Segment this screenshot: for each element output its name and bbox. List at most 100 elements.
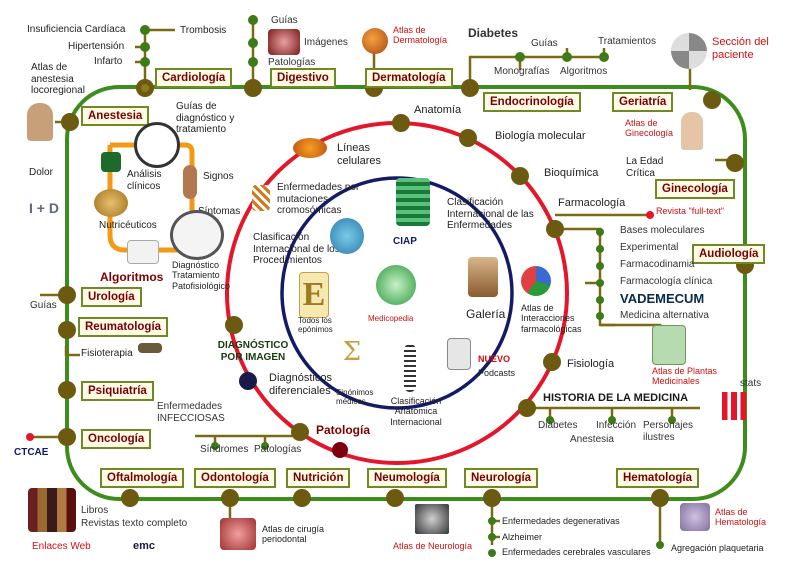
link-alzheimer[interactable]: Alzheimer	[502, 532, 543, 542]
link-trombosis[interactable]: Trombosis	[180, 25, 227, 36]
link-diagnostico-tratamiento[interactable]: Diagnóstico Tratamiento Patofisiológico	[172, 260, 231, 291]
link-enf-degenerativas[interactable]: Enfermedades degenerativas	[502, 516, 620, 526]
box-dermatologia[interactable]: Dermatología	[365, 68, 453, 88]
link-guias-uro[interactable]: Guías	[30, 300, 57, 311]
link-guias-diagnostico[interactable]: Guías de diagnóstico y tratamiento	[176, 101, 235, 135]
link-infeccion[interactable]: Infección	[596, 420, 637, 431]
clock-icon[interactable]	[134, 122, 180, 168]
link-atlas-ginecologia[interactable]: Atlas de Ginecología	[625, 118, 674, 139]
box-oncologia[interactable]: Oncología	[81, 429, 152, 449]
link-analisis-clinicos[interactable]: Análisis clínicos	[127, 169, 162, 192]
link-diabetes-historia[interactable]: Diabetes	[538, 420, 578, 431]
link-sindromes[interactable]: Síndromes	[200, 444, 249, 455]
link-lineas-celulares[interactable]: Líneas celulares	[337, 142, 382, 167]
link-i-d[interactable]: I + D	[29, 200, 59, 216]
link-medicopedia[interactable]: Medicopedia	[368, 314, 414, 323]
link-todos-eponimos[interactable]: Todos los epónimos	[298, 316, 333, 335]
link-patologias-dig[interactable]: Patologías	[268, 57, 316, 68]
box-odontologia[interactable]: Odontología	[194, 468, 276, 488]
eponyms-e-icon[interactable]: E	[299, 272, 329, 318]
link-bases-moleculares[interactable]: Bases moleculares	[620, 225, 705, 236]
link-experimental[interactable]: Experimental	[620, 242, 679, 253]
link-ciap[interactable]: CIAP	[393, 236, 417, 247]
box-neurologia[interactable]: Neurología	[464, 468, 539, 488]
link-revistas[interactable]: Revistas texto completo	[81, 518, 188, 529]
link-anestesia-historia[interactable]: Anestesia	[570, 434, 614, 445]
link-patologias-onc[interactable]: Patologías	[254, 444, 302, 455]
sigma-icon[interactable]: Σ	[342, 337, 362, 367]
box-oftalmologia[interactable]: Oftalmología	[100, 468, 185, 488]
link-biologia-molecular[interactable]: Biología molecular	[495, 130, 586, 142]
link-agregacion[interactable]: Agregación plaquetaria	[671, 543, 764, 553]
podcast-player-icon[interactable]	[447, 338, 471, 370]
link-atlas-plantas[interactable]: Atlas de Plantas Medicinales	[652, 366, 718, 387]
link-farmacodinamia[interactable]: Farmacodinamia	[620, 259, 695, 270]
patient-section-icon[interactable]	[671, 33, 707, 69]
box-neumologia[interactable]: Neumología	[367, 468, 447, 488]
bar-chart-icon[interactable]	[722, 392, 746, 420]
link-insuficiencia[interactable]: Insuficiencia Cardíaca	[27, 24, 126, 35]
interactions-icon[interactable]	[521, 266, 551, 296]
link-hipertension[interactable]: Hipertensión	[68, 41, 125, 52]
link-signos[interactable]: Signos	[203, 171, 234, 182]
hematology-icon[interactable]	[680, 503, 710, 531]
plants-atlas-icon[interactable]	[652, 325, 686, 365]
link-atlas-neurologia[interactable]: Atlas de Neurología	[393, 541, 473, 551]
box-psiquiatria[interactable]: Psiquiatría	[81, 381, 154, 401]
link-enfermedades-infecciosas[interactable]: Enfermedades INFECCIOSAS	[157, 401, 225, 424]
link-revista[interactable]: Revista "full-text"	[656, 206, 724, 216]
anatomy-figure-icon[interactable]	[27, 103, 53, 141]
box-ginecologia[interactable]: Ginecología	[655, 179, 735, 199]
box-hematologia[interactable]: Hematología	[616, 468, 700, 488]
box-nutricion[interactable]: Nutrición	[286, 468, 351, 488]
periodontal-icon[interactable]	[220, 518, 256, 550]
link-tratamientos[interactable]: Tratamientos	[598, 36, 656, 47]
box-urologia[interactable]: Urología	[81, 287, 142, 307]
box-digestivo[interactable]: Digestivo	[270, 68, 336, 88]
link-atlas-anestesia[interactable]: Atlas de anestesia locoregional	[31, 62, 85, 96]
link-vademecum[interactable]: VADEMECUM	[620, 291, 705, 306]
link-algoritmos[interactable]: Algoritmos	[100, 270, 164, 284]
link-nutriceuticos[interactable]: Nutricéuticos	[99, 220, 157, 231]
link-medicina-alternativa[interactable]: Medicina alternativa	[620, 310, 709, 321]
box-audiologia[interactable]: Audiología	[692, 244, 766, 264]
link-atlas-derma[interactable]: Atlas de Dermatología	[393, 25, 448, 46]
link-diagnostico-imagen[interactable]: DIAGNÓSTICO POR IMAGEN	[217, 340, 289, 363]
link-libros[interactable]: Libros	[81, 505, 109, 516]
link-sintomas[interactable]: Síntomas	[198, 206, 241, 217]
link-enfermedades-cromosomicas[interactable]: Enfermedades por mutaciones cromosómicas	[277, 182, 360, 216]
link-stats[interactable]: stats	[740, 378, 762, 389]
neurology-scan-icon[interactable]	[415, 504, 449, 534]
link-historia[interactable]: HISTORIA DE LA MEDICINA	[543, 392, 689, 404]
box-reumatologia[interactable]: Reumatología	[78, 317, 169, 337]
label-diabetes[interactable]: Diabetes	[468, 26, 519, 40]
link-algoritmos-endo[interactable]: Algoritmos	[560, 66, 608, 77]
dermatology-icon[interactable]	[362, 28, 388, 54]
link-guias-endo[interactable]: Guías	[531, 38, 558, 49]
link-atlas-hematologia[interactable]: Atlas de Hematología	[715, 507, 767, 528]
link-bioquimica[interactable]: Bioquímica	[544, 167, 599, 179]
medicopedia-icon[interactable]	[376, 265, 416, 305]
link-guias-dig[interactable]: Guías	[271, 15, 298, 26]
link-fisioterapia[interactable]: Fisioterapia	[81, 348, 133, 359]
link-imagenes[interactable]: Imágenes	[304, 37, 348, 48]
box-anestesia[interactable]: Anestesia	[81, 106, 150, 126]
link-monografias[interactable]: Monografías	[494, 66, 550, 77]
link-ctcae[interactable]: CTCAE	[14, 447, 49, 458]
link-seccion-paciente[interactable]: Sección del paciente	[712, 36, 769, 61]
link-patologia[interactable]: Patología	[316, 423, 371, 437]
link-enlaces-web[interactable]: Enlaces Web	[32, 541, 91, 552]
link-clasificacion-procedimientos[interactable]: Clasificación Internacional de los Proce…	[253, 232, 340, 266]
link-farmacologia[interactable]: Farmacología	[558, 197, 626, 209]
link-atlas-cirugia[interactable]: Atlas de cirugía periodontal	[262, 524, 325, 545]
link-edad-critica[interactable]: La Edad Crítica	[626, 156, 664, 179]
link-enf-cerebrales[interactable]: Enfermedades cerebrales vasculares	[502, 547, 651, 557]
ciap-books-icon[interactable]	[396, 178, 430, 226]
link-clasificacion-anatomica[interactable]: Clasificación Anatómica Internacional	[390, 396, 442, 427]
gallery-icon[interactable]	[468, 257, 498, 297]
link-diagnosticos-diferenciales[interactable]: Diagnósticos diferenciales	[269, 372, 332, 397]
link-emc[interactable]: emc	[133, 540, 156, 552]
link-galeria[interactable]: Galería	[466, 307, 506, 321]
link-atlas-interacciones[interactable]: Atlas de Interacciones farmacológicas	[521, 303, 582, 334]
link-anatomia[interactable]: Anatomía	[414, 104, 462, 116]
